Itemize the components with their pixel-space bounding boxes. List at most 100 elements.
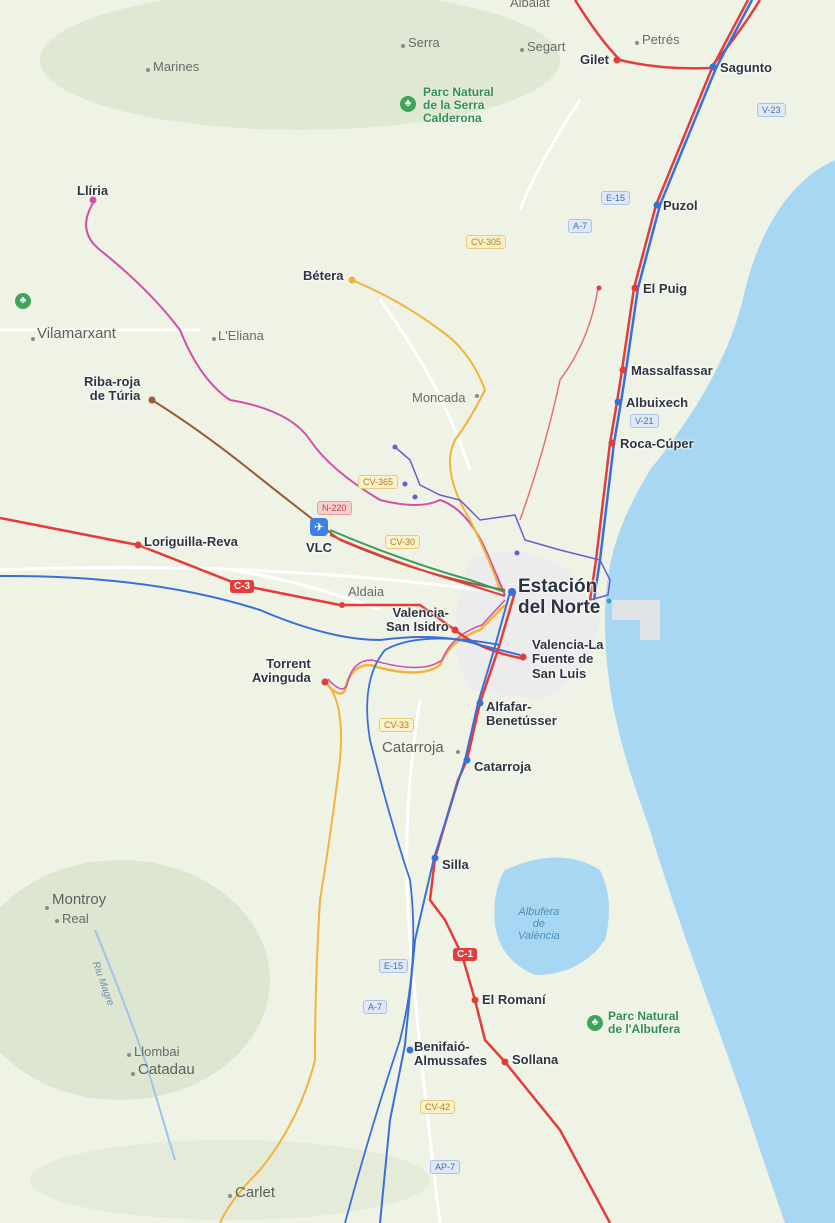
station-label-estacion-norte[interactable]: Estación del Norte [518,576,601,618]
rail-line-airport-red [329,534,506,597]
station-dot-metro-3 [412,494,418,500]
town-label-petres: Petrés [642,32,680,47]
park-icon-albufera[interactable]: ♣ [587,1015,603,1031]
water-label-albufera: Albufera de València [518,906,560,943]
rail-line-c3 [0,516,521,660]
town-label-montroy: Montroy [52,891,107,908]
station-dot-el-romani [471,996,479,1004]
station-label-riba-roja[interactable]: Riba-roja de Túria [84,374,141,404]
station-label-fuente-san-luis[interactable]: Valencia-La Fuente de San Luis [532,637,604,681]
station-dot-sollana [501,1058,509,1066]
rail-line-c1 [428,591,612,1223]
river-magre [94,929,176,1161]
town-label-serra: Serra [408,35,440,50]
airport-icon[interactable]: ✈ [310,518,328,536]
station-dot-sagunto [709,63,717,71]
station-label-sollana[interactable]: Sollana [512,1052,559,1067]
town-label-catadau: Catadau [138,1061,195,1078]
rail-line-south-orange [219,681,342,1223]
town-label-moncada: Moncada [412,390,466,405]
station-label-massalfassar[interactable]: Massalfassar [631,363,713,378]
rail-branch [519,287,599,521]
road-shield-cv365: CV-365 [358,475,399,489]
airport-label-vlc[interactable]: VLC [306,540,332,555]
town-label-catarroja: Catarroja [382,739,444,756]
albufera-lake [494,857,609,975]
town-label-albalat: Albalat [510,0,550,10]
town-label-real: Real [62,911,89,926]
rail-line-shield-c3[interactable]: C-3 [230,580,255,593]
hills-south [30,1140,430,1220]
station-label-catarroja[interactable]: Catarroja [474,759,532,774]
station-dot-betera [348,276,356,284]
park-label-albufera[interactable]: Parc Natural de l'Albufera [608,1009,681,1037]
station-dot-puzol [653,201,661,209]
station-dot-catarroja [463,756,471,764]
rail-line-metro-purple [394,446,611,601]
station-dot-silla [431,854,439,862]
rail-line-shield-c1[interactable]: C-1 [453,948,478,961]
station-dot-metro-4 [514,550,520,556]
station-label-alfafar[interactable]: Alfafar- Benetússer [486,699,557,729]
station-label-lliria[interactable]: Llíria [77,183,109,198]
station-label-el-puig[interactable]: El Puig [643,281,688,296]
station-dot-torrent [321,678,329,686]
rail-line-torrent-magenta [327,599,506,690]
station-dot-san-isidro [451,626,459,634]
station-dot-aldaia [339,602,345,608]
rail-line-gilet [573,0,762,70]
station-dot-gilet [613,56,621,64]
road-shield-e15-top: E-15 [601,191,631,205]
road-shield-cv33: CV-33 [379,718,415,732]
urban-area-valencia [455,552,600,700]
park-icon-west[interactable]: ♣ [15,293,31,309]
station-label-silla[interactable]: Silla [442,857,469,872]
station-dot-fuente-san-luis [519,653,527,661]
station-dot-roca-cuper [608,439,616,447]
road-shield-n220: N-220 [317,501,352,515]
rail-line-blue-west [0,574,521,656]
park-label-calderona[interactable]: Parc Natural de la Serra Calderona [423,85,494,126]
rail-line-betera [351,279,501,591]
station-label-torrent[interactable]: Torrent Avinguda [252,656,311,686]
road-shield-e15-bottom: E-15 [379,959,409,973]
town-label-vilamarxant: Vilamarxant [37,325,116,342]
station-label-roca-cuper[interactable]: Roca-Cúper [620,436,694,451]
station-label-betera[interactable]: Bétera [303,268,344,283]
rail-line-torrent [324,604,506,695]
station-label-sagunto[interactable]: Sagunto [720,60,772,75]
station-dot-port [606,598,612,604]
station-dot-metro-1 [392,444,398,450]
station-label-loriguilla[interactable]: Loriguilla-Reva [144,534,238,549]
station-dot-el-puig [631,284,639,292]
station-dot-riba-roja [148,396,156,404]
station-dot-massalfassar [619,366,627,374]
port-area [612,600,660,640]
roads [0,99,582,1223]
station-dot-loriguilla [134,541,142,549]
road-shield-v21: V-21 [630,414,659,428]
station-label-gilet[interactable]: Gilet [580,52,609,67]
road-shield-a7-bottom: A-7 [363,1000,388,1014]
park-icon-calderona[interactable]: ♣ [400,96,416,112]
station-dot-lliria [89,196,97,204]
road-shield-cv42: CV-42 [420,1100,456,1114]
town-dots [31,41,639,1198]
town-label-marines: Marines [153,59,200,74]
station-label-san-isidro[interactable]: Valencia- San Isidro [386,605,449,635]
station-dot-branch-end [596,285,602,291]
station-dot-metro-2 [402,481,408,487]
town-label-aldaia: Aldaia [348,584,385,599]
station-label-puzol[interactable]: Puzol [663,198,698,213]
station-dot-alfafar [476,699,484,707]
road-shield-a7-top: A-7 [568,219,593,233]
station-label-el-romani[interactable]: El Romaní [482,992,546,1007]
station-label-albuixech[interactable]: Albuixech [626,395,689,410]
town-label-carlet: Carlet [235,1184,276,1201]
station-label-benifaio[interactable]: Benifaió- Almussafes [414,1039,487,1069]
road-shield-ap7: AP-7 [430,1160,461,1174]
station-dot-albuixech [614,398,622,406]
hills-southwest [0,860,270,1100]
